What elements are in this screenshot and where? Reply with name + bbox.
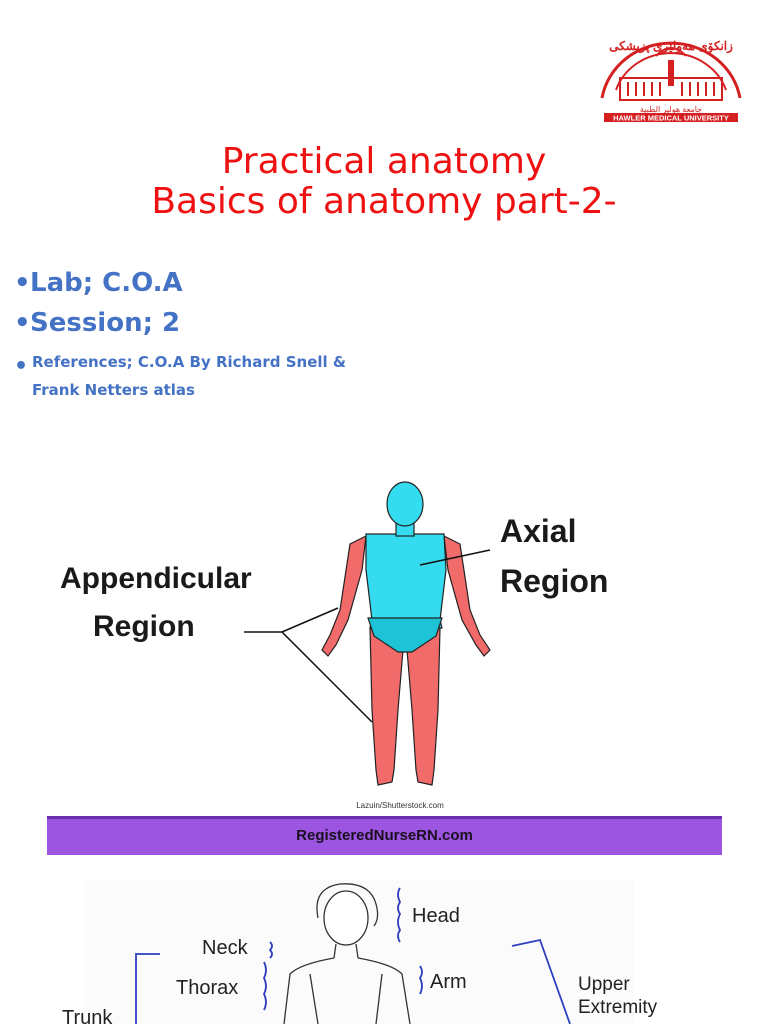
logo-arabic-text: جامعة هولير الطبية [640, 105, 702, 114]
right-leg [405, 627, 441, 786]
label-upper-extremity-line2: Extremity [578, 997, 658, 1018]
right-arm [443, 534, 491, 657]
bullet-marker: • [14, 308, 31, 338]
head [386, 481, 424, 527]
title-line-1: Practical anatomy [221, 141, 547, 182]
label-thorax: Thorax [176, 977, 238, 999]
label-trunk: Trunk [62, 1007, 113, 1024]
axial-appendicular-figure: Appendicular Region Axial Region Lazuin/… [60, 481, 608, 810]
bullet-item-references: • References; C.O.A By Richard Snell & F… [14, 353, 346, 399]
pelvis [367, 617, 443, 653]
bullet-marker: • [14, 354, 29, 379]
bullet-marker: • [14, 268, 31, 298]
appendicular-label-line1: Appendicular [60, 562, 252, 595]
title-line-2: Basics of anatomy part-2- [151, 181, 617, 222]
label-head: Head [412, 905, 460, 927]
body-regions-figure: Head Neck Thorax Arm Trunk Upper Extremi… [62, 880, 658, 1024]
logo-institution-text: HAWLER MEDICAL UNIVERSITY [613, 114, 729, 123]
label-upper-extremity-line1: Upper [578, 974, 630, 995]
torso [365, 533, 447, 629]
bullet-item-session: •Session; 2 [14, 308, 181, 338]
left-arm [321, 534, 367, 657]
axial-label-line2: Region [500, 563, 608, 599]
appendicular-label-line2: Region [93, 610, 195, 643]
axial-label-line1: Axial [500, 513, 576, 549]
bullet-item-lab: •Lab; C.O.A [14, 268, 183, 298]
label-neck: Neck [202, 937, 249, 959]
left-leg [369, 627, 405, 786]
logo-kurdish-text: زانكۆى هەولێرى پزيشكى [609, 39, 733, 54]
image-credit: Lazuin/Shutterstock.com [356, 801, 444, 810]
label-arm: Arm [430, 971, 467, 993]
source-banner: RegisteredNurseRN.com [47, 816, 722, 855]
university-logo: زانكۆى هەولێرى پزيشكى جامعة هولير الطبية… [600, 39, 742, 123]
